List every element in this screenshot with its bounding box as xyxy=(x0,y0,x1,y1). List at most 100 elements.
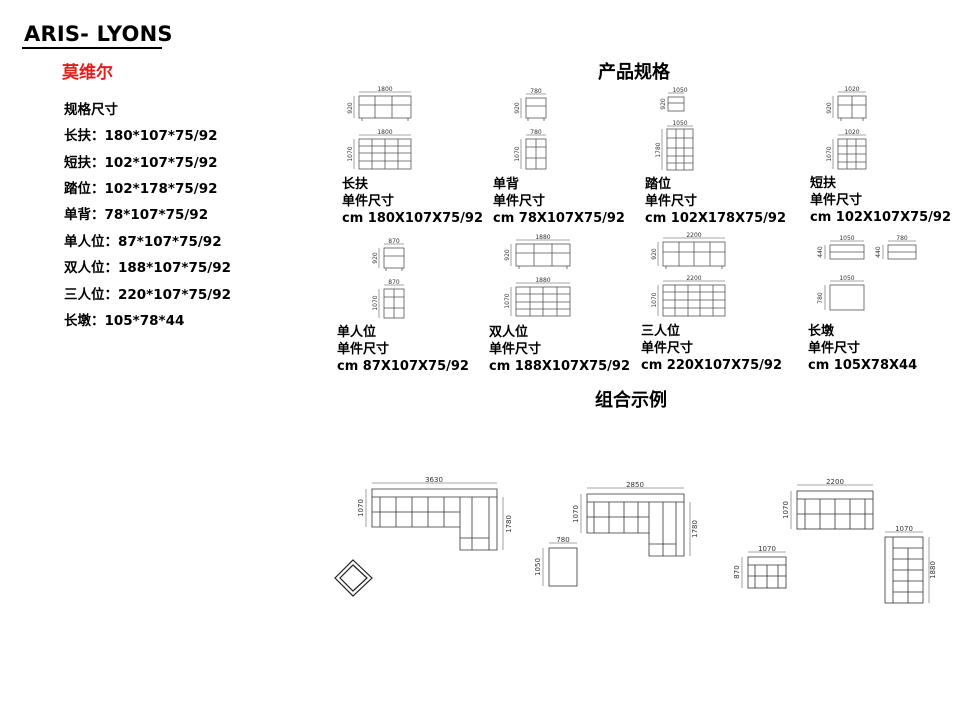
single-seat-top-drawing xyxy=(378,284,405,319)
product-size: cm 220X107X75/92 xyxy=(641,358,783,373)
dim-label: 870 xyxy=(388,279,400,286)
dim-label: 1070 xyxy=(347,146,354,161)
dim-label: 1070 xyxy=(895,525,913,533)
dim-label: 1880 xyxy=(929,561,937,579)
section-title-combination: 组合示例 xyxy=(595,390,667,411)
spec-item: 单背：78*107*75/92 xyxy=(64,207,209,223)
product-unit-label: 单件尺寸 xyxy=(342,194,395,209)
product-name: 踏位 xyxy=(645,177,672,192)
dim-label: 1050 xyxy=(839,275,854,282)
dim-label: 3630 xyxy=(425,476,443,484)
ottoman-top-drawing xyxy=(824,280,865,311)
product-size: cm 78X107X75/92 xyxy=(493,211,625,226)
product-name: 长墩 xyxy=(808,324,835,339)
dim-label: 1780 xyxy=(505,515,513,533)
product-size: cm 102X178X75/92 xyxy=(645,211,787,226)
brand-underline xyxy=(22,47,162,49)
product-name: 长扶 xyxy=(342,177,369,192)
dim-label: 870 xyxy=(733,565,741,578)
dim-label: 920 xyxy=(372,252,379,264)
dim-label: 1070 xyxy=(782,501,790,519)
dim-label: 440 xyxy=(875,246,882,258)
dim-label: 1880 xyxy=(535,277,550,284)
spec-item: 短扶：102*107*75/92 xyxy=(64,155,218,171)
product-name: 双人位 xyxy=(489,325,529,340)
combo-1-drawing xyxy=(365,482,504,551)
product-caption-three-seat: 三人位 单件尺寸 cm 220X107X75/92 xyxy=(641,323,782,374)
dim-label: 1050 xyxy=(672,87,687,94)
dim-label: 780 xyxy=(556,536,569,544)
product-name: 单人位 xyxy=(337,325,377,340)
combo-2-ottoman-drawing xyxy=(542,542,578,587)
combo-3-unit-2-drawing xyxy=(741,551,787,589)
spec-item: 踏位：102*178*75/92 xyxy=(64,181,218,197)
long-arm-front-drawing xyxy=(353,91,412,121)
single-back-front-drawing xyxy=(520,93,547,121)
ottoman-side-drawing xyxy=(882,240,917,260)
long-arm-top-drawing xyxy=(353,134,412,170)
spec-heading: 规格尺寸 xyxy=(64,102,118,118)
product-caption-short-arm: 短扶 单件尺寸 cm 102X107X75/92 xyxy=(810,175,951,226)
product-unit-label: 单件尺寸 xyxy=(337,342,390,357)
dim-label: 1070 xyxy=(758,545,776,553)
dim-label: 920 xyxy=(651,248,658,260)
product-caption-ottoman: 长墩 单件尺寸 cm 105X78X44 xyxy=(808,323,917,374)
product-size: cm 105X78X44 xyxy=(808,358,918,373)
dim-label: 1070 xyxy=(357,499,365,517)
dim-label: 1880 xyxy=(535,234,550,241)
dim-label: 2200 xyxy=(686,275,701,282)
dim-label: 1070 xyxy=(651,292,658,307)
dim-label: 1050 xyxy=(839,235,854,242)
product-name: 短扶 xyxy=(810,176,837,191)
product-unit-label: 单件尺寸 xyxy=(808,341,861,356)
dim-label: 2850 xyxy=(626,481,644,489)
loveseat-top-drawing xyxy=(510,282,571,317)
dim-label: 920 xyxy=(347,102,354,114)
dim-label: 1070 xyxy=(504,293,511,308)
product-caption-single-seat: 单人位 单件尺寸 cm 87X107X75/92 xyxy=(337,324,469,375)
dim-label: 1800 xyxy=(377,86,392,93)
loveseat-front-drawing xyxy=(510,239,571,269)
dim-label: 780 xyxy=(530,88,542,95)
combo-3-unit-3-drawing xyxy=(884,531,930,604)
model-name: 莫维尔 xyxy=(62,63,113,83)
dim-label: 780 xyxy=(817,292,824,304)
product-unit-label: 单件尺寸 xyxy=(489,342,542,357)
dim-label: 1780 xyxy=(691,520,699,538)
dim-label: 1050 xyxy=(672,120,687,127)
dim-label: 920 xyxy=(514,102,521,114)
dim-label: 1780 xyxy=(655,142,662,157)
three-seat-top-drawing xyxy=(657,280,726,317)
chaise-front-drawing xyxy=(667,92,685,112)
spec-item: 三人位：220*107*75/92 xyxy=(64,287,231,303)
combo-1-ottoman-drawing xyxy=(334,559,373,597)
combo-3-drawing xyxy=(790,484,874,530)
dim-label: 1070 xyxy=(572,505,580,523)
product-name: 三人位 xyxy=(641,324,681,339)
product-caption-chaise: 踏位 单件尺寸 cm 102X178X75/92 xyxy=(645,176,786,227)
product-unit-label: 单件尺寸 xyxy=(493,194,546,209)
dim-label: 870 xyxy=(388,238,400,245)
short-arm-top-drawing xyxy=(832,134,867,170)
dim-label: 780 xyxy=(896,235,908,242)
dim-label: 440 xyxy=(817,246,824,258)
dim-label: 920 xyxy=(504,249,511,261)
ottoman-front-drawing xyxy=(824,240,865,260)
dim-label: 2200 xyxy=(686,232,701,239)
dim-label: 1020 xyxy=(844,86,859,93)
product-caption-loveseat: 双人位 单件尺寸 cm 188X107X75/92 xyxy=(489,324,630,375)
product-name: 单背 xyxy=(493,177,520,192)
spec-item: 单人位：87*107*75/92 xyxy=(64,234,222,250)
combo-2-drawing xyxy=(580,487,691,557)
product-size: cm 188X107X75/92 xyxy=(489,359,631,374)
product-caption-long-arm: 长扶 单件尺寸 cm 180X107X75/92 xyxy=(342,176,483,227)
product-unit-label: 单件尺寸 xyxy=(641,341,694,356)
dim-label: 1070 xyxy=(826,146,833,161)
section-title-product-spec: 产品规格 xyxy=(598,62,670,83)
product-size: cm 87X107X75/92 xyxy=(337,359,469,374)
product-unit-label: 单件尺寸 xyxy=(810,193,863,208)
product-caption-single-back: 单背 单件尺寸 cm 78X107X75/92 xyxy=(493,176,625,227)
dim-label: 920 xyxy=(826,102,833,114)
product-size: cm 102X107X75/92 xyxy=(810,210,952,225)
